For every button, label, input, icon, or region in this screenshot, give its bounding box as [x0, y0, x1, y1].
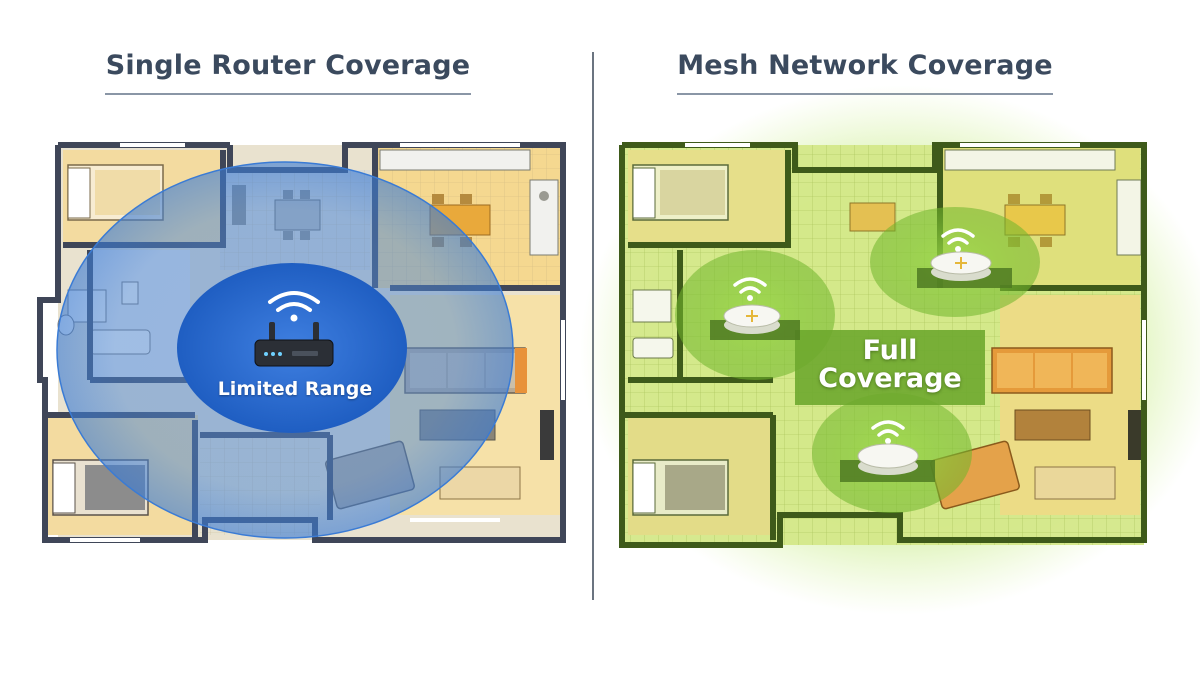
full-coverage-label-line2: Coverage — [818, 363, 962, 395]
mesh-node-3-icon — [840, 420, 935, 482]
full-coverage-label-line1: Full — [862, 335, 918, 366]
limited-range-label: Limited Range — [217, 378, 373, 400]
left-floor-plan — [37, 142, 566, 543]
right-floor-plan — [580, 85, 1200, 615]
single-router-title-underline — [105, 93, 471, 95]
mesh-network-title: Mesh Network Coverage — [677, 50, 1053, 81]
mesh-node-1-icon — [710, 277, 800, 340]
full-coverage-label: Full Coverage — [795, 335, 985, 395]
router-icon — [254, 291, 334, 367]
full-coverage-label-background — [795, 330, 985, 405]
single-router-title: Single Router Coverage — [105, 50, 471, 81]
mesh-node-2-icon — [917, 228, 1012, 288]
